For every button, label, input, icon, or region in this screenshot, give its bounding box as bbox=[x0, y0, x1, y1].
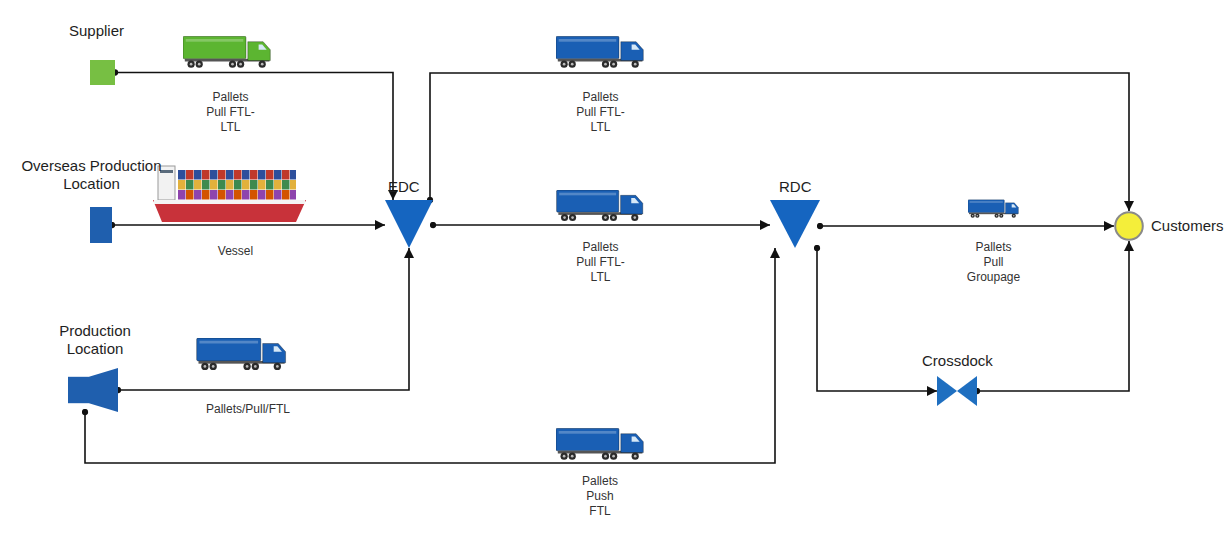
node-caption: RDC bbox=[779, 178, 812, 196]
flow-connector bbox=[430, 73, 1129, 211]
truck-icon bbox=[556, 36, 643, 68]
node-caption: Crossdock bbox=[922, 352, 993, 370]
node-caption: Supplier bbox=[69, 22, 124, 40]
speaker-body bbox=[68, 377, 89, 403]
node-caption: Customers bbox=[1151, 217, 1224, 235]
circle-shape bbox=[1115, 212, 1143, 240]
edge-label: Pallets Push FTL bbox=[580, 474, 620, 519]
node-caption: Overseas Production Location bbox=[9, 157, 174, 193]
bowtie-right bbox=[957, 376, 977, 406]
ship-window bbox=[160, 170, 173, 173]
node-caption: EDC bbox=[388, 178, 420, 196]
truck-icon bbox=[556, 428, 643, 460]
triangle-shape bbox=[770, 200, 820, 248]
square-shape bbox=[90, 207, 112, 243]
flow-connector bbox=[820, 225, 1114, 227]
truck-icon bbox=[197, 338, 286, 370]
node-outline bbox=[68, 368, 118, 412]
node-label: Production Location bbox=[45, 322, 145, 358]
node-label: Overseas Production Location bbox=[9, 157, 174, 193]
node-outline bbox=[937, 376, 977, 406]
flow-connector bbox=[118, 248, 409, 390]
square-shape bbox=[90, 60, 115, 85]
node-label: EDC bbox=[388, 178, 420, 196]
node-label: Customers bbox=[1151, 217, 1224, 235]
node-tri: EDC bbox=[385, 200, 433, 248]
node-rect: Supplier bbox=[90, 60, 115, 85]
node-outline bbox=[770, 200, 820, 248]
node-label: Crossdock bbox=[922, 352, 993, 370]
node-label: RDC bbox=[779, 178, 812, 196]
flow-connector bbox=[85, 248, 775, 463]
node-speaker: Production Location bbox=[68, 368, 118, 412]
edge-label: Pallets/Pull/FTL bbox=[204, 402, 292, 417]
node-label: Supplier bbox=[69, 22, 124, 40]
triangle-shape bbox=[385, 200, 433, 248]
truck-icon bbox=[183, 36, 270, 68]
flow-connector bbox=[115, 73, 393, 201]
node-outline bbox=[90, 207, 112, 243]
container-row bbox=[178, 170, 296, 180]
truck-icon bbox=[557, 190, 643, 221]
container-row bbox=[178, 180, 296, 190]
edge-label: Pallets Pull FTL-LTL bbox=[576, 240, 625, 285]
node-tri: RDC bbox=[770, 200, 820, 248]
node-rect: Overseas Production Location bbox=[90, 207, 112, 243]
node-outline bbox=[1114, 211, 1144, 241]
ship-deck bbox=[154, 200, 305, 204]
edge-label: Pallets Pull FTL-LTL bbox=[576, 90, 625, 135]
flow-connector bbox=[817, 248, 937, 391]
container-row bbox=[178, 190, 296, 200]
node-outline bbox=[385, 200, 433, 248]
node-circle: Customers bbox=[1114, 211, 1144, 241]
flow-connector bbox=[433, 224, 770, 226]
edge-label: Pallets Pull FTL-LTL bbox=[206, 90, 255, 135]
edge-label: Pallets Pull Groupage bbox=[965, 240, 1022, 285]
flow-connector bbox=[112, 224, 385, 226]
node-outline bbox=[90, 60, 115, 85]
node-bowtie: Crossdock bbox=[937, 376, 977, 406]
ship-hull bbox=[153, 200, 306, 222]
edge-label: Vessel bbox=[216, 244, 255, 259]
truck-icon bbox=[968, 200, 1018, 218]
bowtie-left bbox=[937, 376, 957, 406]
container-ship bbox=[153, 166, 306, 222]
speaker-cone bbox=[89, 368, 118, 412]
node-caption: Production Location bbox=[45, 322, 145, 358]
